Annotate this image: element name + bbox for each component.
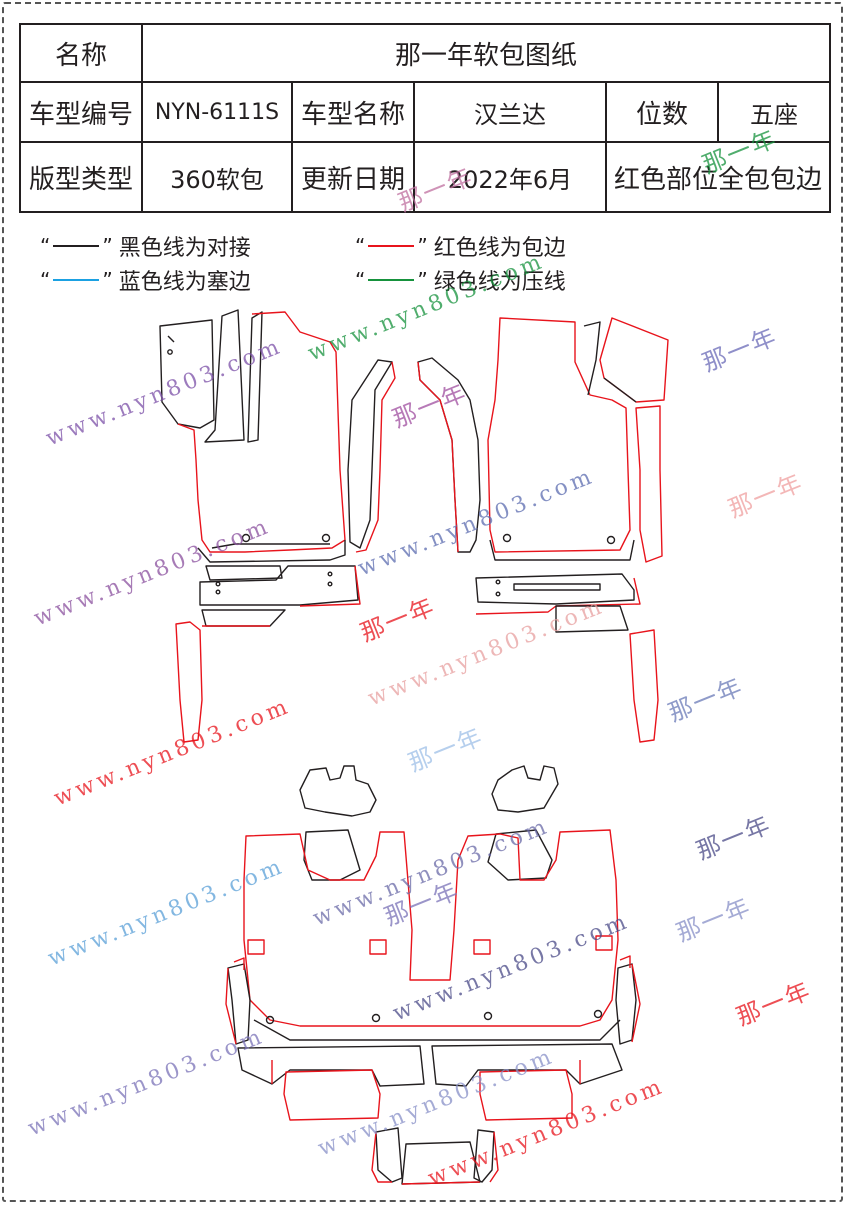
center-tunnel-pieces	[371, 1127, 499, 1185]
driver-mat-piece	[159, 309, 346, 563]
legend-black: “ ” 黑色线为对接	[40, 234, 251, 261]
legend-green: “ ” 绿色线为压线	[355, 268, 566, 295]
legend-blue: “ ” 蓝色线为塞边	[40, 268, 251, 295]
passenger-sill-piece	[475, 573, 641, 633]
model-name-label: 车型名称	[291, 81, 415, 143]
update-date-value: 2022年6月	[413, 141, 607, 213]
passenger-corner-piece	[599, 317, 669, 403]
passenger-side-strip	[635, 405, 663, 563]
driver-long-strip	[175, 621, 203, 743]
name-label: 名称	[19, 23, 143, 83]
model-code-label: 车型编号	[19, 81, 143, 143]
seats-value: 五座	[716, 81, 832, 143]
passenger-mat-piece	[417, 317, 635, 561]
seats-label: 位数	[605, 81, 719, 143]
rear-right-seat-tab	[487, 765, 559, 881]
spec-table: 名称 那一年软包图纸 车型编号 NYN-6111S 车型名称 汉兰达 位数 五座…	[19, 23, 832, 213]
black-line-swatch	[53, 245, 100, 247]
passenger-long-strip	[629, 629, 659, 743]
rear-floor-mat	[225, 829, 641, 1045]
rear-step-pieces	[237, 1043, 623, 1121]
update-date-label: 更新日期	[291, 141, 415, 213]
green-line-swatch	[368, 279, 415, 281]
driver-side-strip	[347, 359, 396, 553]
legend-red: “ ” 红色线为包边	[355, 234, 566, 261]
version-type-label: 版型类型	[19, 141, 143, 213]
driver-sill-piece	[199, 565, 361, 627]
name-value: 那一年软包图纸	[140, 23, 832, 83]
rear-left-seat-tab	[299, 765, 377, 881]
coverage-note: 红色部位全包包边	[604, 141, 832, 213]
red-line-swatch	[368, 245, 415, 247]
model-code-value: NYN-6111S	[141, 81, 293, 143]
blue-line-swatch	[53, 279, 100, 281]
version-type-value: 360软包	[141, 141, 293, 213]
model-name-value: 汉兰达	[413, 81, 607, 143]
